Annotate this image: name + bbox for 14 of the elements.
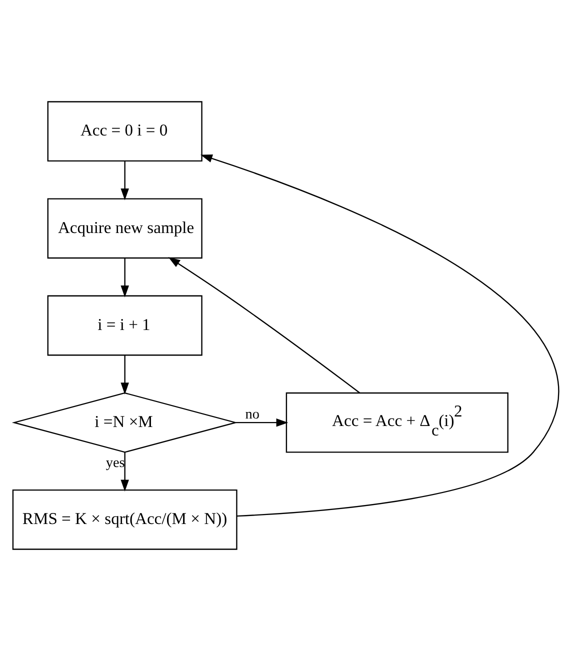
arrow (120, 258, 129, 297)
arrow (168, 256, 360, 393)
arrow (120, 160, 129, 200)
edge-label: yes (106, 454, 125, 470)
arrow (200, 154, 559, 516)
arrow (236, 418, 288, 426)
node-box: i = i + 1 (47, 294, 202, 356)
node-box: Acquire new sample (47, 198, 202, 258)
arrow (120, 452, 129, 492)
node-diamond: i =N ×M (12, 392, 238, 452)
arrow (120, 354, 129, 394)
node-box: Acc = 0 i = 0 (47, 100, 202, 162)
node-box: RMS = K × sqrt(Acc/(M × N)) (12, 488, 238, 550)
edge-label: no (245, 406, 260, 422)
